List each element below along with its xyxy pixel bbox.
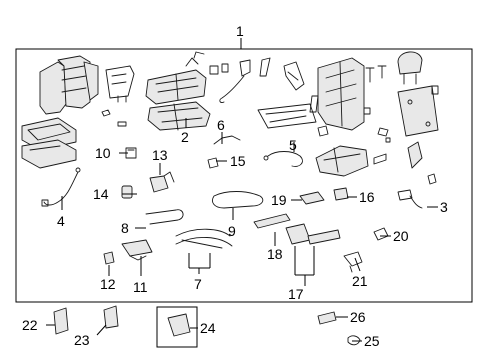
harness-connector [75,167,81,173]
seat-track-cover [257,103,317,129]
headrest-posts [403,73,417,85]
bracket-24 [167,313,191,337]
rail-18 [253,213,291,229]
clip-10 [125,147,137,159]
seat-base [315,145,369,177]
callout-10: 10 [95,145,111,161]
callout-7: 7 [194,276,202,292]
callout-24: 24 [200,320,216,336]
seatback-frame-detail [325,61,357,127]
wire-7 [175,228,233,249]
callout-4: 4 [57,213,65,229]
small-bracket [427,173,437,185]
clip-20 [373,227,389,241]
clip-16 [333,187,349,201]
callout-8: 8 [121,220,129,236]
spring-25 [347,335,361,346]
frame-studs [117,95,127,103]
callout-9: 9 [228,223,236,239]
callout-11: 11 [133,279,148,295]
clips [209,63,229,75]
bracket-11 [121,239,153,257]
wire-harness-5 [267,151,303,167]
recliner-handle [283,61,305,91]
assembly-frame [15,48,473,303]
callout-22: 22 [22,317,38,333]
back-frame-panel [105,65,135,99]
bracket-21 [343,251,363,273]
callout-14: 14 [93,186,109,202]
callout-26: 26 [350,309,366,325]
callout-12: 12 [100,276,116,292]
cover-22 [53,307,69,335]
fasteners [377,127,391,143]
switch-3 [397,189,423,209]
callout-25: 25 [364,333,380,349]
stopper [317,125,329,137]
callout-2: 2 [181,129,189,145]
callout-23: 23 [74,332,90,348]
part-24-box [156,306,198,348]
seat-base-detail [323,147,361,173]
callout-19: 19 [271,192,287,208]
trim-19 [299,191,325,205]
frame-bracket [185,51,205,67]
callout-5: 5 [289,137,297,153]
seat-adjuster [147,101,211,131]
bracket-11-tab [129,255,147,261]
cable-9 [212,191,264,209]
callout-15: 15 [230,153,246,169]
switch-harness [219,59,251,103]
cushion-frame-detail [155,73,199,101]
parts-illustration [21,51,439,348]
nut [363,107,371,115]
callout-17: 17 [288,286,304,302]
callout-6: 6 [217,117,225,133]
wire-harness-4 [43,171,79,206]
callout-21: 21 [352,273,368,289]
wire-harness-6 [213,135,241,145]
bolts [365,65,387,83]
callout-20: 20 [393,228,409,244]
callout-1: 1 [236,23,244,39]
harness-plug [41,199,49,207]
panel-clip [431,85,439,95]
bracket-13-tab [163,171,175,183]
panel-hole [425,121,431,127]
rail-17b [307,229,341,245]
side-cover [407,141,423,169]
connector-15 [207,157,219,169]
rail-17a [285,223,311,245]
wire-8 [145,209,184,225]
clip-12 [103,251,115,265]
cover-23 [103,305,119,329]
bracket-13 [149,175,169,193]
hinge [309,95,319,113]
seat-adjuster-detail [157,103,203,131]
cap-26 [317,311,337,325]
trim-cover [259,57,271,77]
grommet-14 [121,185,133,199]
seat-cushion [21,117,77,169]
seat-back-cushion [39,55,99,115]
callout-16: 16 [359,189,375,205]
callout-labels: 1 2 3 4 5 6 7 8 9 10 11 12 13 14 15 16 1… [22,23,448,349]
leader-lines [46,38,438,342]
panel-hole [407,99,413,105]
latch [373,153,387,165]
callout-18: 18 [267,246,283,262]
seatback-panel [397,85,439,137]
harness-5-end [263,155,269,161]
callout-3: 3 [440,199,448,215]
callout-13: 13 [152,147,168,163]
headrest [397,51,423,75]
